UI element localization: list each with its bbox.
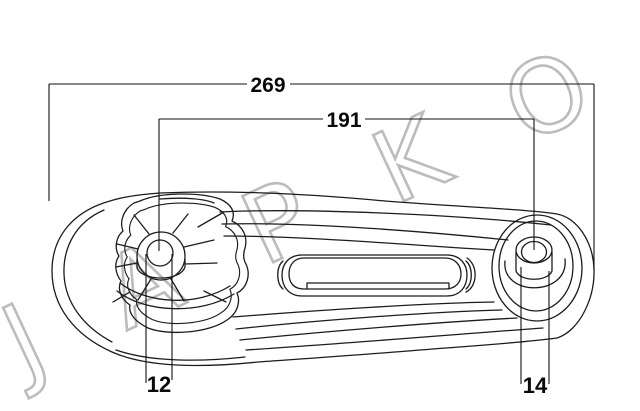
lobe-inner-top-rim [159,197,215,204]
lobe-inner-bottom-rim [115,349,246,361]
left-hole [146,239,174,267]
dimension-hole-spacing: 191 [158,109,535,251]
part-outline [51,191,595,367]
left-bore [136,231,186,281]
dim-269-label: 269 [250,74,285,97]
slot-right-cap [465,257,476,293]
right-bushing-cup-arc [504,258,566,289]
left-bushing-spokes [115,213,218,302]
right-bushing-mid-ring [498,220,574,312]
arm-bottom-line-2 [239,317,518,341]
arm-top-line-3 [223,235,495,251]
arm-top-line-1 [219,210,552,226]
right-boss-sides [515,251,553,280]
slot-floor-edge [306,282,450,290]
dim-14-lines [520,267,550,384]
arm-top-line-2 [221,223,509,241]
part-geometry [51,191,595,367]
right-bushing-outer-ring [491,214,583,322]
dimension-overall-length: 269 [48,74,595,270]
arm-bottom-line-1 [245,327,544,351]
slot-inner [288,257,462,290]
dimension-left-hole-diameter: 12 [145,254,173,397]
right-bushing [491,214,583,322]
dimension-right-hole-diameter: 14 [520,267,550,398]
arm-bottom-line-4 [232,301,495,318]
slot-outer [281,254,468,297]
center-slot [277,254,476,297]
dim-12-lines [145,254,173,383]
left-saddle-outer [116,290,235,310]
dim-269-lines [48,83,595,270]
left-bushing-outer [115,193,249,334]
dim-12-label: 12 [147,372,171,397]
lobe-inner-contour [63,209,113,343]
dim-14-label: 14 [523,373,548,398]
dim-191-label: 191 [326,109,361,132]
arm-bottom-line-3 [235,309,503,330]
slot-left-cap [277,260,284,290]
left-bore-cylinder-bottom [136,258,186,279]
dimensions: 269 191 12 14 [48,74,595,398]
left-bushing [112,193,249,334]
dim-191-lines [158,118,535,251]
